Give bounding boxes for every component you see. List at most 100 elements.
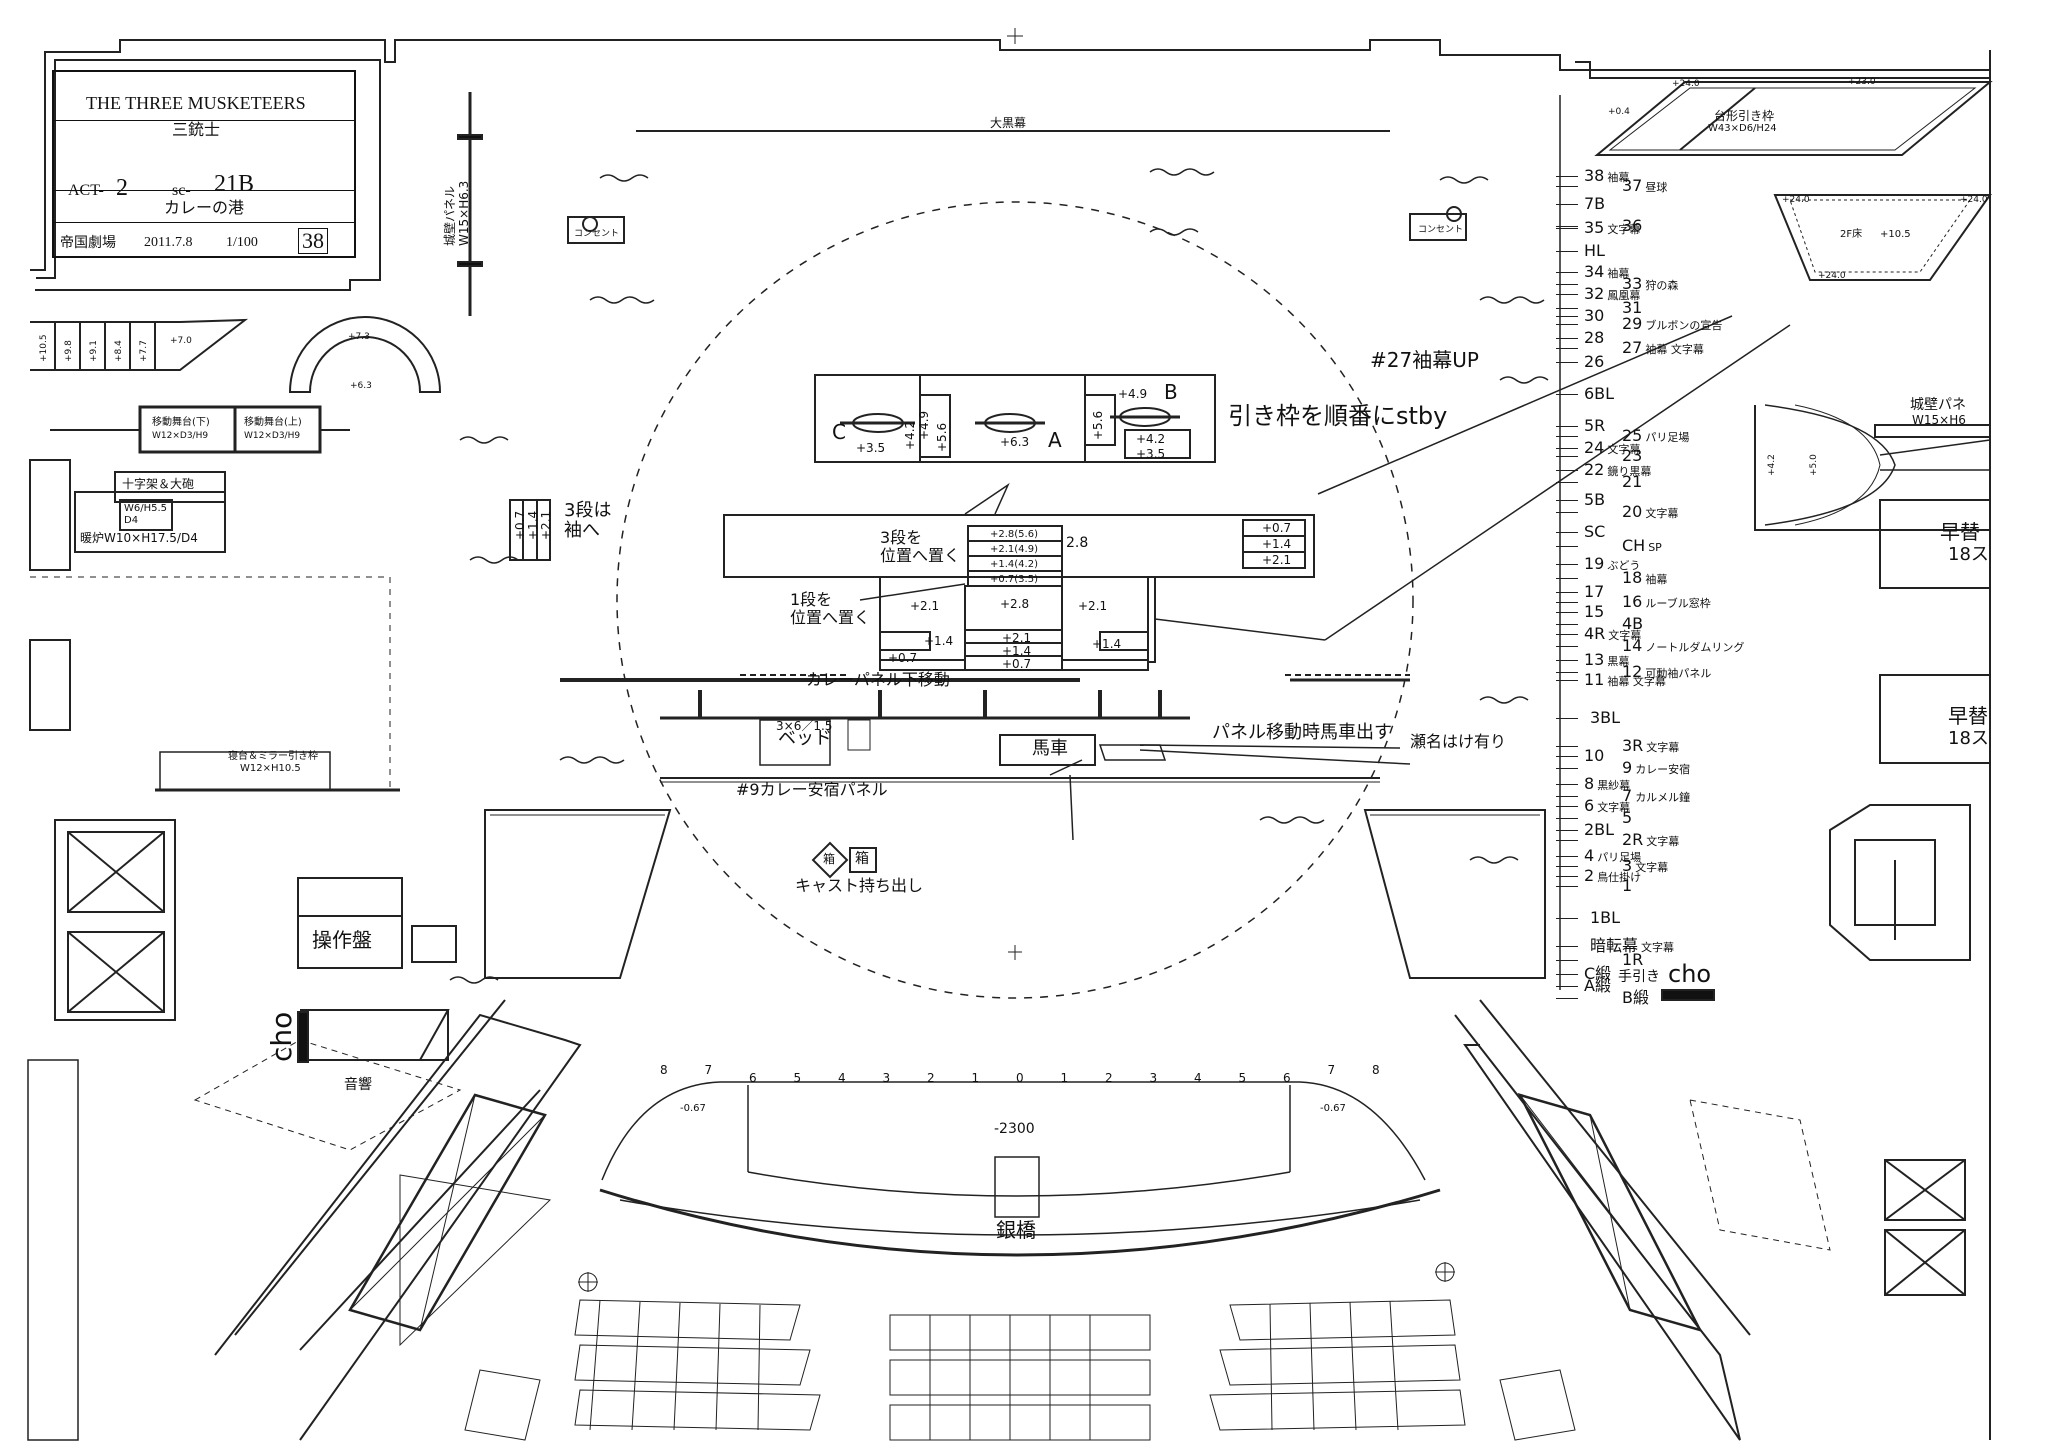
moving-stage-upper-label: 移動舞台(上): [244, 417, 302, 428]
stair-14-right: +1.4: [1092, 637, 1122, 651]
line-set-row: 21: [1622, 474, 1642, 490]
line-set-tick: [1556, 784, 1578, 785]
line-set-row: 17: [1584, 584, 1604, 600]
three-tier-place-note-2: 位置へ置く: [880, 546, 961, 565]
pit-scale-number: 6: [749, 1071, 757, 1085]
stair-21-centre: +2.1: [1002, 631, 1032, 645]
console-right-box: [1409, 213, 1467, 241]
line-set-number: 6BL: [1584, 384, 1615, 403]
bed-size: 3×6／1.5: [776, 719, 833, 733]
line-set-tick: [1556, 251, 1578, 252]
daikei-frame-shape: [1594, 81, 1993, 156]
bed-label: ベッド: [778, 728, 832, 749]
frame-b-sub1: +4.2: [1136, 432, 1166, 446]
line-set-name: パリ足場: [1645, 431, 1690, 444]
line-set-tick: [1556, 960, 1578, 961]
cho-right-label: cho: [1668, 960, 1712, 988]
line-set-number: 7B: [1584, 194, 1606, 213]
line-set-row: 30: [1584, 308, 1604, 324]
line-set-number: 33: [1622, 274, 1643, 293]
act-number: 2: [116, 175, 128, 201]
line-set-tick: [1556, 564, 1578, 565]
step-right-21: +2.1: [1262, 553, 1292, 567]
line-set-row: 28: [1584, 330, 1604, 346]
arch-shape: [288, 316, 442, 393]
line-set-name: 文字幕: [1607, 223, 1641, 236]
line-set-number: 37: [1622, 176, 1643, 195]
quick-change-1: 早替: [1940, 520, 1980, 544]
pit-scale-number: 1: [971, 1071, 980, 1085]
stair-21-left: +2.1: [910, 599, 940, 613]
line-set-tick: [1556, 998, 1578, 999]
calais-panel-lines: [560, 674, 1410, 783]
line-set-row: C緞: [1584, 966, 1611, 982]
line-set-row: 5B: [1584, 492, 1605, 508]
pit-scale-number: 3: [1149, 1071, 1158, 1085]
theatre-outer-wall: [30, 39, 1990, 291]
cast-carry-note: キャスト持ち出し: [795, 876, 924, 895]
moving-stage-upper-size: W12×D3/H9: [244, 431, 301, 441]
line-set-name: 袖幕: [1607, 267, 1630, 280]
line-set-tick: [1556, 348, 1578, 349]
line-set-number: A緞: [1584, 976, 1611, 995]
line-set-number: 36: [1622, 216, 1643, 235]
line-set-tick: [1556, 294, 1578, 295]
line-set-tick: [1556, 394, 1578, 395]
audience-seats: [464, 1262, 1576, 1441]
line-set-name: パリ足場: [1597, 851, 1642, 864]
pit-scale-number: 8: [660, 1063, 668, 1077]
line-set-tick: [1556, 532, 1578, 533]
one-tier-place-note-2: 位置へ置く: [790, 608, 871, 627]
line-set-tick: [1556, 448, 1578, 449]
line-set-name: ブルボンの宣告: [1645, 319, 1723, 332]
drawing-scale: 1/100: [226, 235, 258, 250]
line-set-tick: [1556, 796, 1578, 797]
step-right-07: +0.7: [1262, 521, 1292, 535]
line-set-name: 昼球: [1645, 181, 1668, 194]
line-set-row: 2BL: [1584, 822, 1614, 838]
line-set-name: 文字幕: [1646, 741, 1680, 754]
bed-mirror-frame-label: 寝台＆ミラー引き枠: [228, 751, 318, 762]
box-label: 箱: [855, 851, 869, 867]
line-set-tick: [1556, 886, 1578, 887]
frame-b-sub2: +3.5: [1136, 447, 1166, 461]
line-set-tick: [1556, 680, 1578, 681]
line-set-tick: [1556, 512, 1578, 513]
line-set-row: 5: [1622, 810, 1632, 826]
line-set-row: 15: [1584, 604, 1604, 620]
quick-change-2b: 18ス: [1948, 728, 1989, 749]
step-left-07: +0.7: [513, 510, 527, 540]
line-set-number: 5B: [1584, 490, 1606, 509]
line-set-number: 24: [1584, 438, 1605, 457]
play-title: THE THREE MUSKETEERS: [86, 93, 306, 113]
line-set-number: 暗転幕: [1590, 936, 1639, 955]
line-set-row: 3BL: [1590, 710, 1620, 726]
line-set-tick: [1556, 426, 1578, 427]
revolving-stage-circle: [616, 201, 1414, 999]
operation-panel-box: [297, 877, 403, 969]
line-set-number: 27: [1622, 338, 1643, 357]
line-set-name: ノートルダムリング: [1645, 641, 1745, 654]
line-set-tick: [1556, 806, 1578, 807]
senna-hake-note: 瀬名はけ有り: [1410, 732, 1507, 751]
act-label: ACT-: [68, 182, 104, 199]
line-set-number: SC: [1584, 522, 1606, 541]
line-set-tick: [1556, 436, 1578, 437]
castle-wall-right-size: W15×H6: [1912, 413, 1966, 427]
tehiki-label: 手引き: [1618, 969, 1660, 985]
line-set-row: 4B: [1622, 616, 1643, 632]
ramp-105: +10.5: [39, 334, 49, 362]
sound-booth: [307, 1009, 449, 1061]
stair-14-left: +1.4: [924, 634, 954, 648]
pit-depth-label: -2300: [994, 1121, 1035, 1137]
